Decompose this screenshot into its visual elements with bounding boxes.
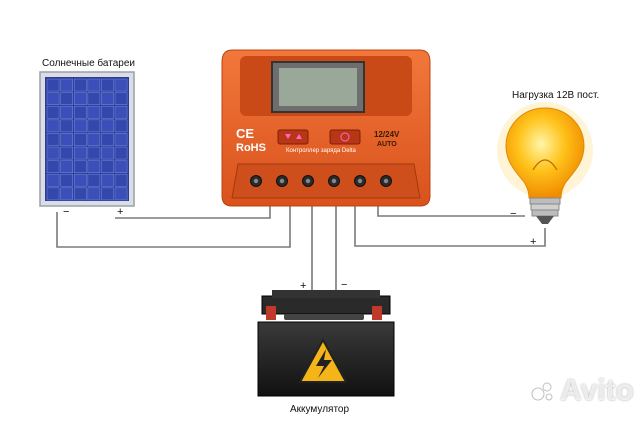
solar-plus-sign: + [117, 206, 124, 218]
solar-cell [46, 173, 60, 187]
solar-cell [87, 78, 101, 92]
solar-cell [46, 92, 60, 105]
solar-cell [46, 105, 60, 119]
controller-terminal-screw [279, 178, 285, 184]
solar-cell [87, 160, 101, 174]
solar-cell [60, 133, 73, 146]
solar-cell [73, 187, 87, 201]
solar-cell [60, 146, 73, 160]
solar-cell [87, 133, 101, 146]
solar-cell [101, 92, 114, 105]
battery-label: Аккумулятор [290, 404, 350, 415]
solar-cell [60, 105, 73, 119]
solar-cell [114, 187, 128, 201]
controller-name: Контроллер заряда Delta [286, 148, 356, 154]
wires [56, 205, 546, 296]
wire-load-plus [354, 205, 546, 247]
solar-cell [114, 146, 128, 160]
solar-cell [60, 78, 73, 92]
controller-terminal-screw [331, 178, 337, 184]
solar-cell [101, 133, 114, 146]
controller-mode: AUTO [377, 141, 397, 148]
solar-cell [87, 187, 101, 201]
solar-cell [73, 78, 87, 92]
ce-mark: CE [236, 126, 255, 141]
solar-cell [114, 92, 128, 105]
solar-cell [114, 119, 128, 133]
load-minus-sign: − [510, 208, 517, 220]
solar-cell [101, 119, 114, 133]
solar-cell [46, 119, 60, 133]
left-button [277, 129, 309, 145]
solar-minus-sign: − [63, 206, 70, 218]
solar-cell [73, 160, 87, 174]
controller-terminal-screw [357, 178, 363, 184]
battery-minus-terminal [372, 306, 382, 320]
controller-terminal-screw [383, 178, 389, 184]
solar-cell [101, 105, 114, 119]
load-label: Нагрузка 12В пост. [512, 90, 600, 101]
solar-cell [60, 119, 73, 133]
solar-cell [114, 173, 128, 187]
solar-cell [73, 119, 87, 133]
solar-cell [101, 173, 114, 187]
battery-plus-sign: + [300, 280, 307, 292]
battery-minus-sign: − [341, 279, 348, 291]
solar-cell [87, 146, 101, 160]
solar-cell [73, 92, 87, 105]
solar-panel-label: Солнечные батареи [42, 58, 135, 69]
solar-panel [39, 71, 135, 207]
solar-cell [73, 146, 87, 160]
solar-cell [87, 92, 101, 105]
lightning-icon [316, 349, 332, 378]
solar-cell [101, 160, 114, 174]
wire-solar-minus [56, 205, 291, 248]
solar-cell [73, 133, 87, 146]
watermark: Avito [560, 374, 634, 407]
solar-cell [60, 92, 73, 105]
solar-cell [46, 133, 60, 146]
battery-plus-terminal [266, 306, 276, 320]
solar-cell [101, 78, 114, 92]
load-plus-sign: + [530, 236, 537, 248]
controller-terminal-screw [253, 178, 259, 184]
solar-cell [101, 146, 114, 160]
solar-cell [114, 160, 128, 174]
solar-cell [60, 173, 73, 187]
right-button [329, 129, 361, 145]
solar-cell [73, 173, 87, 187]
rohs-mark: RoHS [236, 142, 266, 154]
solar-cell [46, 160, 60, 174]
solar-cell [60, 187, 73, 201]
wire-solar-plus [115, 205, 271, 219]
light-bulb [497, 102, 593, 224]
solar-cell [114, 78, 128, 92]
controller-voltage: 12/24V [374, 130, 400, 139]
wire-load-minus [377, 205, 525, 217]
solar-cell [114, 133, 128, 146]
charge-controller [221, 49, 431, 207]
solar-cell [46, 146, 60, 160]
solar-cell [46, 187, 60, 201]
solar-cell [114, 105, 128, 119]
controller-terminal-screw [305, 178, 311, 184]
solar-cell [46, 78, 60, 92]
solar-cell [87, 119, 101, 133]
watermark-logo-icon [530, 380, 554, 404]
solar-cell [87, 105, 101, 119]
solar-cell [101, 187, 114, 201]
battery [257, 290, 395, 397]
solar-cell [73, 105, 87, 119]
solar-cell [87, 173, 101, 187]
solar-cell [60, 160, 73, 174]
